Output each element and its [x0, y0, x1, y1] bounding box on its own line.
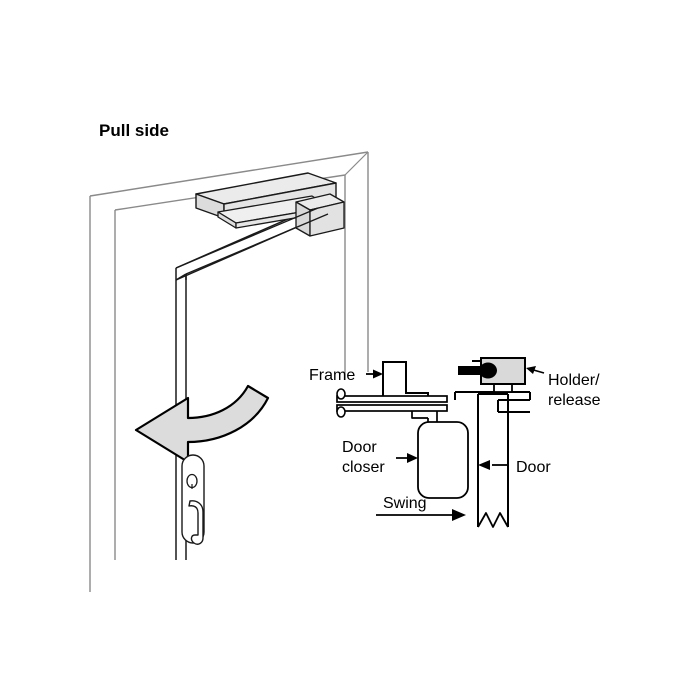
label-holder-release-line2: release: [548, 392, 601, 409]
isometric-view: [89, 151, 369, 592]
swing-arrow-plan: [376, 509, 466, 521]
label-frame: Frame: [309, 367, 355, 384]
page-title: Pull side: [99, 121, 169, 140]
door-leader: [478, 460, 508, 470]
keyhole-icon: [186, 473, 198, 489]
arm-pivot-pins: [336, 388, 346, 418]
arm-bracket-3d: [295, 193, 345, 237]
label-door: Door: [516, 459, 551, 476]
door-closer-body-plan: [417, 421, 469, 499]
frame-leader: [366, 369, 383, 379]
break-line: [477, 512, 509, 528]
holder-plunger: [458, 362, 497, 379]
label-door-closer-line2: closer: [342, 459, 385, 476]
plan-detail-view: Frame Holder/ release Door closer Door S…: [309, 357, 601, 528]
swing-arrow-isometric: [134, 384, 270, 464]
projection-lines: [175, 207, 329, 275]
lever-handle: [188, 500, 204, 545]
door-closer-leader: [396, 453, 418, 463]
label-holder-release-line1: Holder/: [548, 372, 600, 389]
holder-release-leader: [526, 366, 545, 374]
label-door-closer-line1: Door: [342, 439, 377, 456]
label-swing: Swing: [383, 495, 427, 512]
door-leaf-plan: [477, 394, 509, 527]
frame-profile: [382, 361, 429, 401]
closer-arm-bars: [336, 395, 448, 412]
